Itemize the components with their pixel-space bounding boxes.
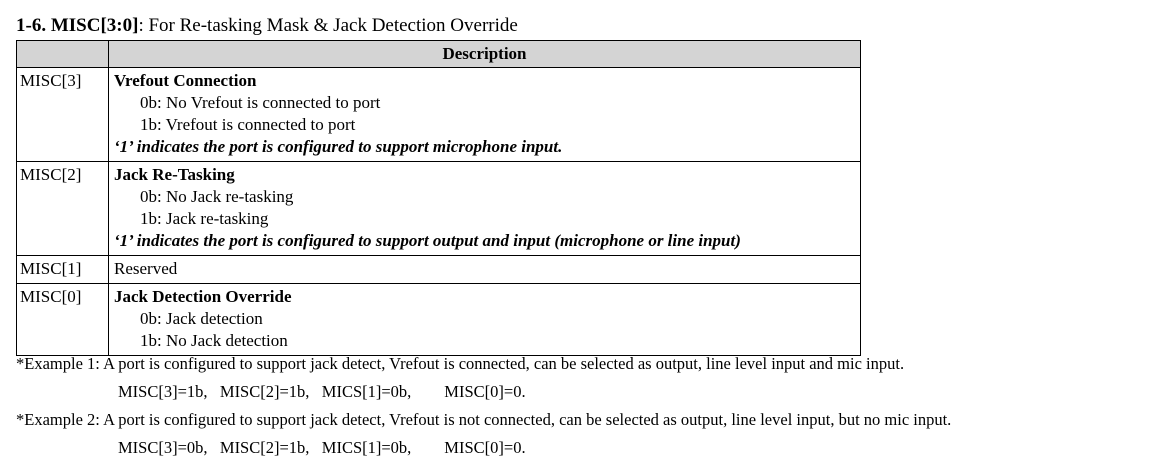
description-option: 1b: Vrefout is connected to port xyxy=(140,115,356,134)
description-note: ‘1’ indicates the port is configured to … xyxy=(114,231,741,250)
table-row: MISC[2] Jack Re-Tasking 0b: No Jack re-t… xyxy=(16,161,861,256)
description-misc0: Jack Detection Override 0b: Jack detecti… xyxy=(108,283,861,356)
description-option: 1b: No Jack detection xyxy=(140,331,288,350)
footnotes: *Example 1: A port is configured to supp… xyxy=(16,350,1174,462)
table-body: MISC[3] Vrefout Connection 0b: No Vrefou… xyxy=(16,67,861,356)
footnote-example-1-text: *Example 1: A port is configured to supp… xyxy=(16,354,905,373)
bit-label-misc0: MISC[0] xyxy=(16,283,109,356)
footnote-example-2-text: *Example 2: A port is configured to supp… xyxy=(16,410,952,429)
bit-label-misc2: MISC[2] xyxy=(16,161,109,256)
table-header-row: Description xyxy=(16,40,861,68)
description-option: 0b: No Vrefout is connected to port xyxy=(140,93,381,112)
column-header-description: Description xyxy=(108,40,861,68)
page-title: 1-6. MISC[3:0]: For Re-tasking Mask & Ja… xyxy=(16,14,518,38)
bit-label-misc3: MISC[3] xyxy=(16,67,109,162)
table-row: MISC[3] Vrefout Connection 0b: No Vrefou… xyxy=(16,67,861,162)
column-header-bit xyxy=(16,40,109,68)
description-note: ‘1’ indicates the port is configured to … xyxy=(114,137,563,156)
description-plain: Reserved xyxy=(114,259,178,278)
table-header: Description xyxy=(16,40,861,68)
description-option: 0b: Jack detection xyxy=(140,309,263,328)
description-title: Vrefout Connection xyxy=(114,71,257,90)
misc-register-table: Description MISC[3] Vrefout Connection 0… xyxy=(16,40,861,356)
footnote-example-1-values: MISC[3]=1b, MISC[2]=1b, MICS[1]=0b, MISC… xyxy=(118,382,526,401)
description-title: Jack Detection Override xyxy=(114,287,292,306)
heading-number: 1-6. MISC[3:0] xyxy=(16,15,139,36)
table-row: MISC[1] Reserved xyxy=(16,255,861,284)
table-row: MISC[0] Jack Detection Override 0b: Jack… xyxy=(16,283,861,356)
description-option: 1b: Jack re-tasking xyxy=(140,209,269,228)
bit-label-misc1: MISC[1] xyxy=(16,255,109,284)
description-option: 0b: No Jack re-tasking xyxy=(140,187,294,206)
footnote-example-2-values: MISC[3]=0b, MISC[2]=1b, MICS[1]=0b, MISC… xyxy=(118,438,526,457)
heading-rest: : For Re-tasking Mask & Jack Detection O… xyxy=(138,15,518,36)
description-misc1: Reserved xyxy=(108,255,861,284)
description-misc3: Vrefout Connection 0b: No Vrefout is con… xyxy=(108,67,861,162)
description-title: Jack Re-Tasking xyxy=(114,165,235,184)
description-misc2: Jack Re-Tasking 0b: No Jack re-tasking 1… xyxy=(108,161,861,256)
